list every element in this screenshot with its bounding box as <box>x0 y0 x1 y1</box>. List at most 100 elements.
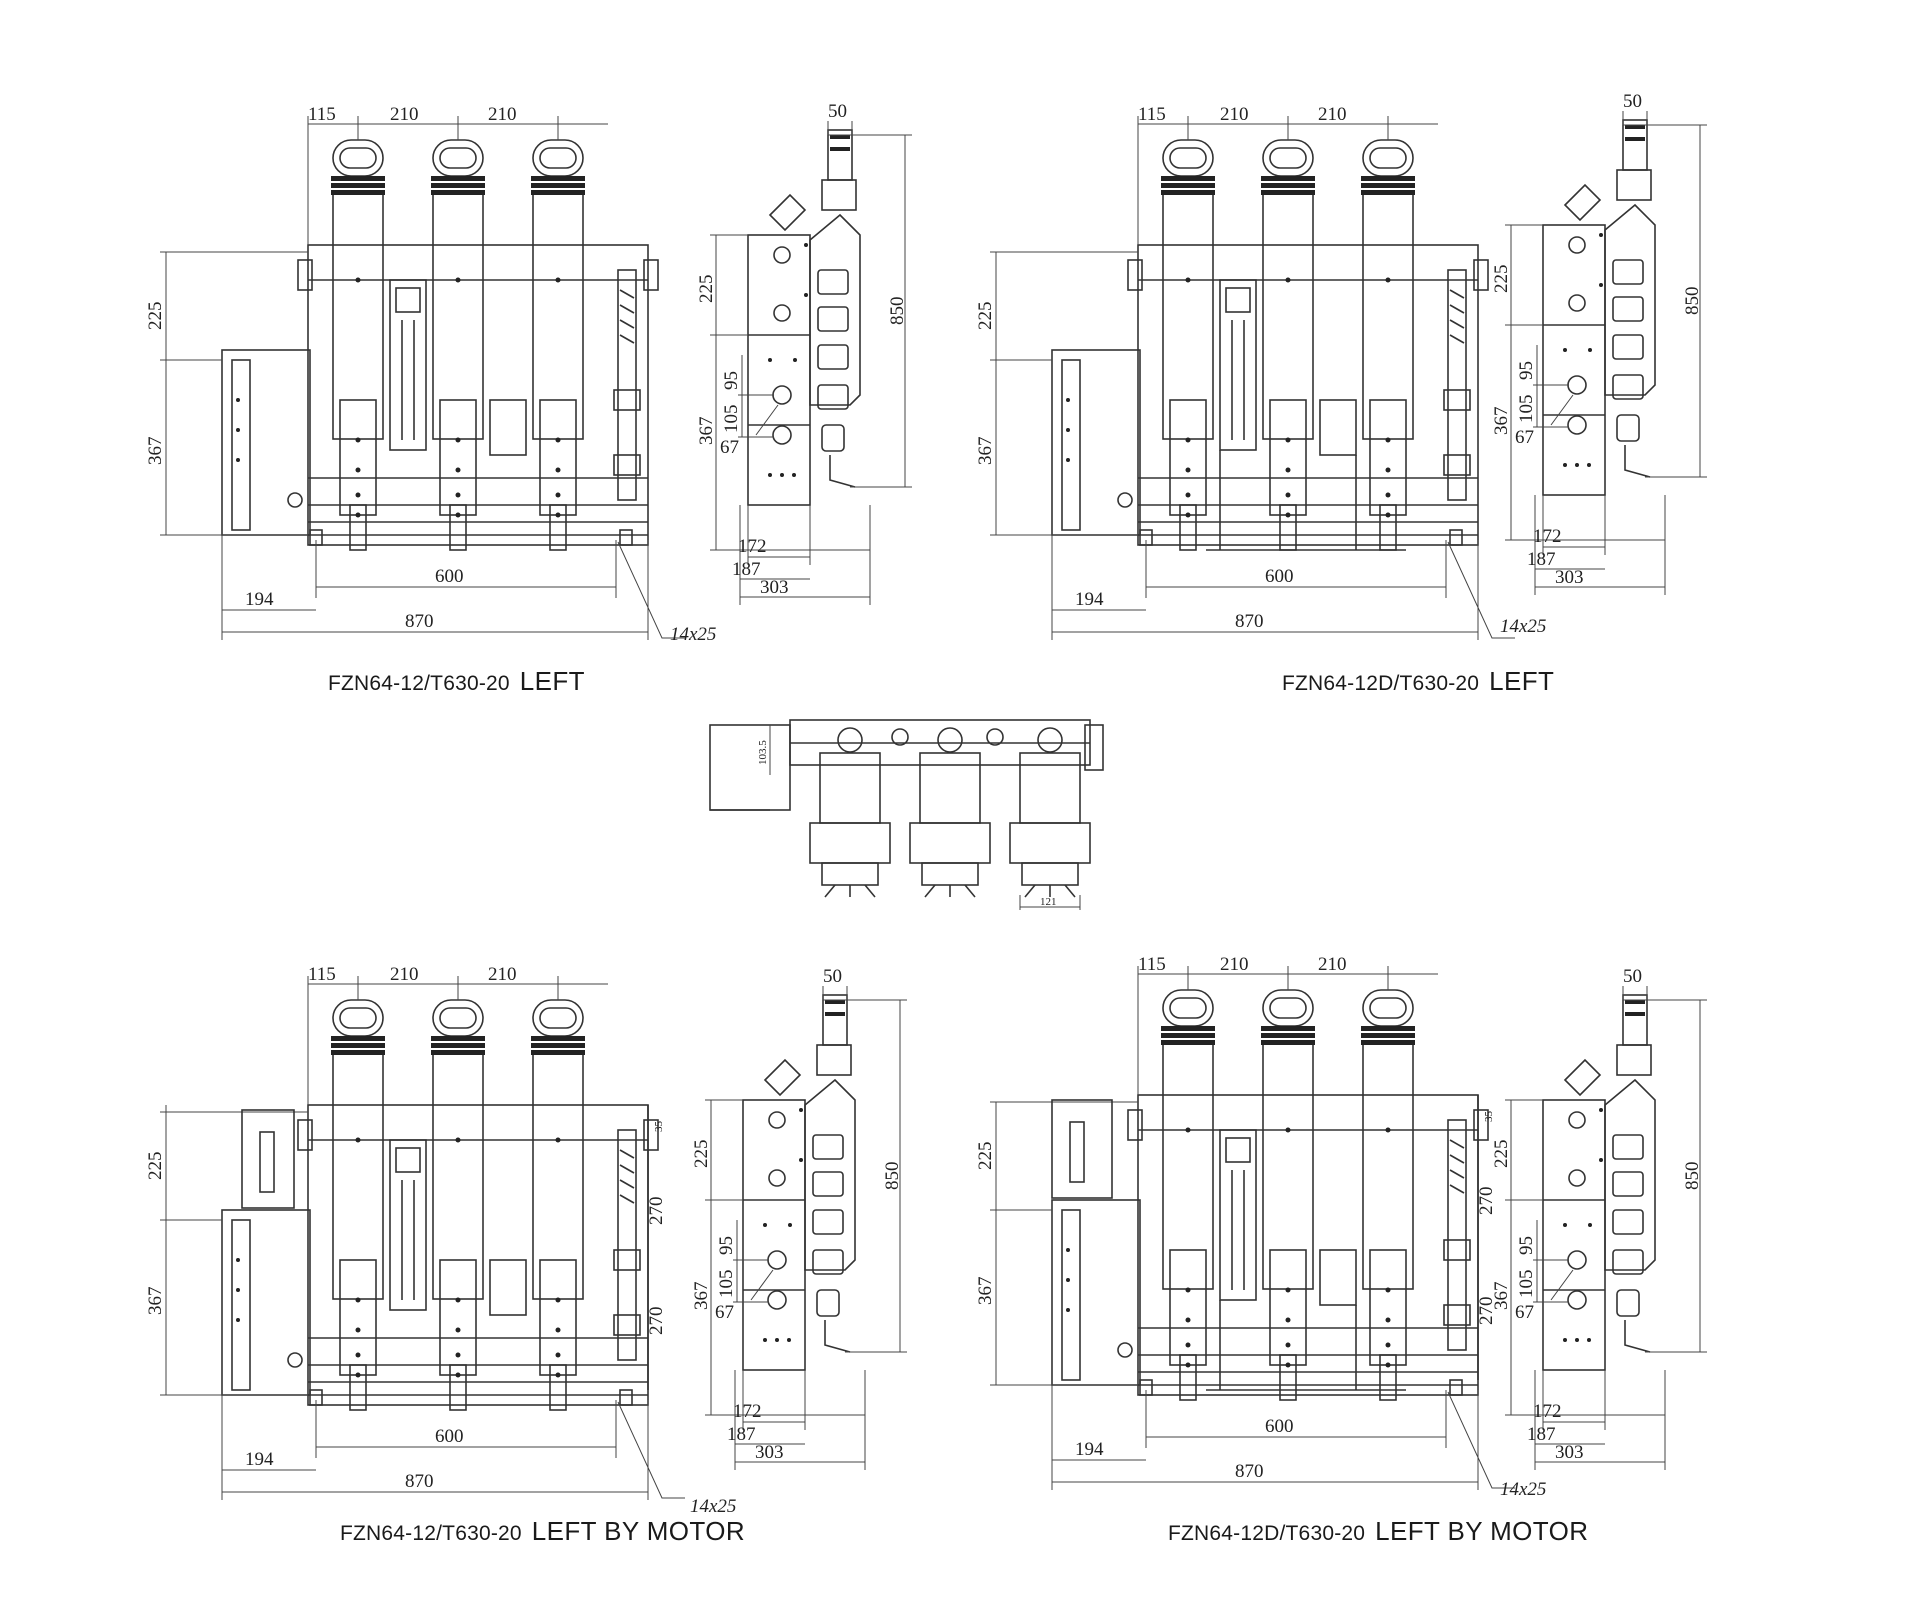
dim-67: 67 <box>1515 427 1534 448</box>
dim-105: 105 <box>721 405 742 434</box>
dim-105: 105 <box>716 1270 737 1299</box>
panel-tl: 115 210 210 225 367 600 194 870 14x25 50… <box>145 101 913 645</box>
dim-850: 850 <box>1682 1162 1703 1191</box>
dim-870: 870 <box>1235 1461 1264 1482</box>
top-view: 103.5 121 <box>709 719 1104 910</box>
dim-50: 50 <box>1623 91 1642 112</box>
dim-367: 367 <box>975 437 996 466</box>
dim-172: 172 <box>1533 1401 1562 1422</box>
dim-225-side: 225 <box>691 1140 712 1169</box>
dim-850: 850 <box>887 297 908 326</box>
dim-67: 67 <box>1515 1302 1534 1323</box>
dim-367: 367 <box>145 1287 166 1316</box>
dim-210-b: 210 <box>488 964 517 985</box>
dim-270-b: 270 <box>646 1307 667 1336</box>
panel-tr: 115 210 210 225 367 600 194 870 14x25 50… <box>975 91 1708 641</box>
dim-115: 115 <box>1138 954 1166 975</box>
caption-variant: LEFT BY MOTOR <box>1375 1516 1589 1546</box>
side-view-tr: 50 850 225 95 105 367 67 172 187 303 <box>1491 91 1708 596</box>
caption-tl: FZN64-12/T630-20 LEFT <box>328 668 585 694</box>
dim-225: 225 <box>145 302 166 331</box>
dim-600: 600 <box>435 566 464 587</box>
dim-35: 35 <box>653 1121 665 1133</box>
dim-270-b: 270 <box>1476 1297 1497 1326</box>
dim-210-a: 210 <box>390 104 419 125</box>
dim-115: 115 <box>308 104 336 125</box>
panel-br: 115 210 210 225 367 35 270 270 600 194 8… <box>975 954 1708 1500</box>
caption-tr: FZN64-12D/T630-20 LEFT <box>1282 668 1554 694</box>
caption-model: FZN64-12/T630-20 <box>328 672 510 695</box>
dim-367-side: 367 <box>696 417 717 446</box>
front-view-bl: 115 210 210 225 367 35 270 270 600 194 8… <box>145 964 736 1517</box>
dim-225-side: 225 <box>696 275 717 304</box>
dim-95: 95 <box>1516 1236 1537 1255</box>
side-view-tl: 50 850 225 95 105 367 67 172 187 303 <box>696 101 913 606</box>
dim-67: 67 <box>715 1302 734 1323</box>
dim-115: 115 <box>1138 104 1166 125</box>
dim-367-side: 367 <box>1491 1282 1512 1311</box>
hole-14x25: 14x25 <box>1500 616 1546 637</box>
dim-121: 121 <box>1040 896 1057 908</box>
dim-600: 600 <box>1265 1416 1294 1437</box>
dim-194: 194 <box>1075 589 1104 610</box>
dim-194: 194 <box>1075 1439 1104 1460</box>
dim-270-a: 270 <box>646 1197 667 1226</box>
dim-870: 870 <box>405 611 434 632</box>
side-view-bl: 50 850 225 95 105 367 67 172 187 303 <box>691 966 908 1471</box>
side-view-br: 50 850 225 95 105 367 67 172 187 303 <box>1491 966 1708 1471</box>
hole-14x25: 14x25 <box>690 1496 736 1517</box>
dim-225-side: 225 <box>1491 1140 1512 1169</box>
dim-850: 850 <box>1682 287 1703 316</box>
dim-115: 115 <box>308 964 336 985</box>
dim-870: 870 <box>1235 611 1264 632</box>
dim-95: 95 <box>1516 361 1537 380</box>
caption-model: FZN64-12D/T630-20 <box>1168 1522 1366 1545</box>
dim-225: 225 <box>145 1152 166 1181</box>
front-view-tr: 115 210 210 225 367 600 194 870 14x25 <box>975 104 1546 641</box>
caption-variant: LEFT <box>519 666 585 696</box>
dim-870: 870 <box>405 1471 434 1492</box>
dim-210-b: 210 <box>1318 104 1347 125</box>
caption-bl: FZN64-12/T630-20 LEFT BY MOTOR <box>340 1518 745 1544</box>
caption-br: FZN64-12D/T630-20 LEFT BY MOTOR <box>1168 1518 1588 1544</box>
caption-model: FZN64-12/T630-20 <box>340 1522 522 1545</box>
dim-95: 95 <box>716 1236 737 1255</box>
dim-194: 194 <box>245 589 274 610</box>
dim-187: 187 <box>727 1424 756 1445</box>
panel-bl: 115 210 210 225 367 35 270 270 600 194 8… <box>145 964 908 1517</box>
caption-model: FZN64-12D/T630-20 <box>1282 672 1480 695</box>
caption-variant: LEFT BY MOTOR <box>531 1516 746 1546</box>
dim-600: 600 <box>1265 566 1294 587</box>
dim-210-b: 210 <box>488 104 517 125</box>
dim-270-a: 270 <box>1476 1187 1497 1216</box>
dim-303: 303 <box>1555 567 1584 588</box>
dim-303: 303 <box>755 1442 784 1463</box>
dim-225-side: 225 <box>1491 265 1512 294</box>
dim-172: 172 <box>738 536 767 557</box>
hole-14x25: 14x25 <box>1500 1479 1546 1500</box>
dim-600: 600 <box>435 1426 464 1447</box>
hole-14x25: 14x25 <box>670 624 716 645</box>
front-view-tl: 115 210 210 225 367 600 194 870 14x25 <box>145 104 716 645</box>
dim-367: 367 <box>975 1277 996 1306</box>
front-view-br: 115 210 210 225 367 35 270 270 600 194 8… <box>975 954 1546 1500</box>
dim-850: 850 <box>882 1162 903 1191</box>
dim-50: 50 <box>823 966 842 987</box>
dim-303: 303 <box>1555 1442 1584 1463</box>
dim-367-side: 367 <box>1491 407 1512 436</box>
dim-172: 172 <box>1533 526 1562 547</box>
dim-225: 225 <box>975 1142 996 1171</box>
dim-95: 95 <box>721 371 742 390</box>
caption-variant: LEFT <box>1489 666 1555 696</box>
dim-210-b: 210 <box>1318 954 1347 975</box>
dim-172: 172 <box>733 1401 762 1422</box>
dim-210-a: 210 <box>390 964 419 985</box>
dim-187: 187 <box>1527 549 1556 570</box>
dim-105: 105 <box>1516 1270 1537 1299</box>
dim-303: 303 <box>760 577 789 598</box>
dim-210-a: 210 <box>1220 954 1249 975</box>
dim-225: 225 <box>975 302 996 331</box>
dim-50: 50 <box>828 101 847 122</box>
dim-50: 50 <box>1623 966 1642 987</box>
